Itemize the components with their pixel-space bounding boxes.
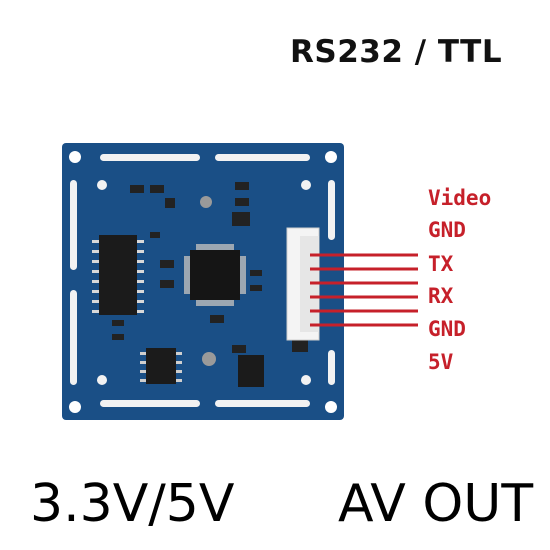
signal-wires [310, 253, 418, 327]
pin-label-5v: 5V [428, 350, 454, 374]
mount-hole [69, 401, 81, 413]
qfp-chip [184, 244, 246, 306]
pin-label-gnd: GND [428, 317, 466, 341]
lens-mount-slots [70, 154, 335, 407]
smd-components [112, 182, 308, 353]
pin-label-video: Video [428, 186, 492, 210]
pin-label-tx: TX [428, 252, 454, 276]
dip-ic [92, 235, 144, 315]
voltage-regulator [238, 355, 264, 387]
wire-connector [286, 227, 320, 341]
crystal [200, 196, 212, 208]
crystal [202, 352, 216, 366]
pin-label-gnd: GND [428, 218, 466, 242]
av-out-label: AV OUT [338, 474, 534, 534]
supply-voltage-label: 3.3V/5V [30, 474, 235, 534]
pin-label-rx: RX [428, 284, 454, 308]
interface-title: RS232 / TTL [290, 34, 503, 70]
mount-hole [325, 151, 337, 163]
mount-hole [325, 401, 337, 413]
mount-hole [69, 151, 81, 163]
soic-ic [140, 348, 182, 384]
corner-marks [97, 180, 311, 385]
